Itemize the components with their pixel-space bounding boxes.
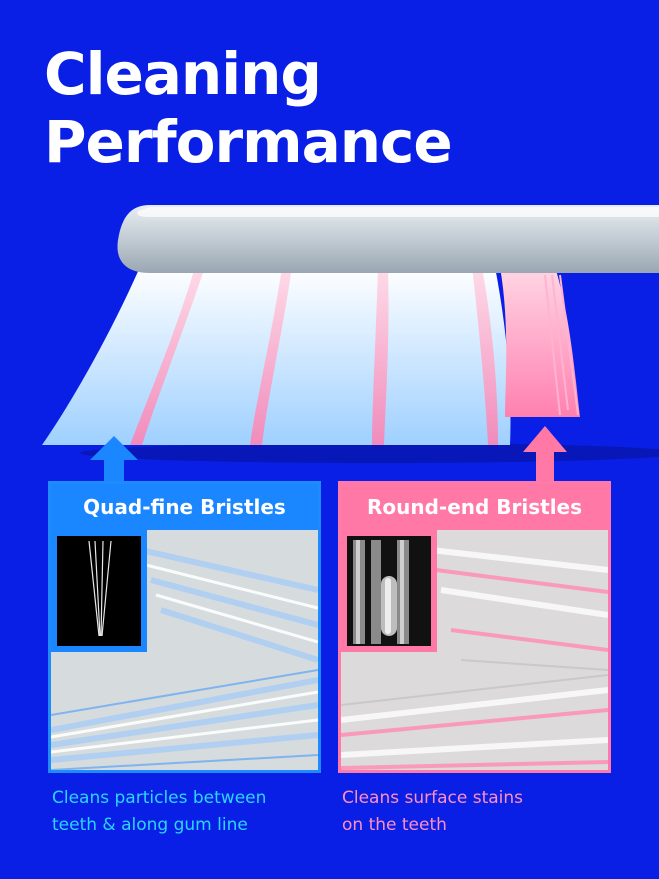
quad-fine-bristles-caption: Cleans particles between teeth & along g… <box>52 785 266 839</box>
arrow-up-icon <box>90 436 138 484</box>
bristles-pink-round <box>500 267 580 417</box>
page-title: Cleaning Performance <box>44 40 453 176</box>
round-end-bristles-panel: Round-end Bristles <box>338 481 611 773</box>
quad-fine-bristle-microscope-image <box>51 530 147 652</box>
quad-fine-caption-line-1: Cleans particles between <box>52 788 267 808</box>
round-end-bristles-label: Round-end Bristles <box>341 484 608 530</box>
bristles-blue <box>42 267 511 445</box>
bristles-pink-stripes <box>130 267 498 445</box>
toothbrush-illustration <box>42 205 659 463</box>
quad-fine-bristles-panel: Quad-fine Bristles <box>48 481 321 773</box>
round-end-caption-line-1: Cleans surface stains <box>342 788 524 808</box>
round-end-caption-line-2: on the teeth <box>342 815 447 835</box>
round-end-bristles-caption: Cleans surface stains on the teeth <box>342 785 523 839</box>
quad-fine-caption-line-2: teeth & along gum line <box>52 815 248 835</box>
title-line-2: Performance <box>44 108 453 176</box>
brush-head <box>117 205 659 273</box>
title-line-1: Cleaning <box>44 40 322 108</box>
arrow-up-icon <box>523 426 567 484</box>
quad-fine-bristles-label: Quad-fine Bristles <box>51 484 318 530</box>
round-end-bristle-microscope-image <box>341 530 437 652</box>
